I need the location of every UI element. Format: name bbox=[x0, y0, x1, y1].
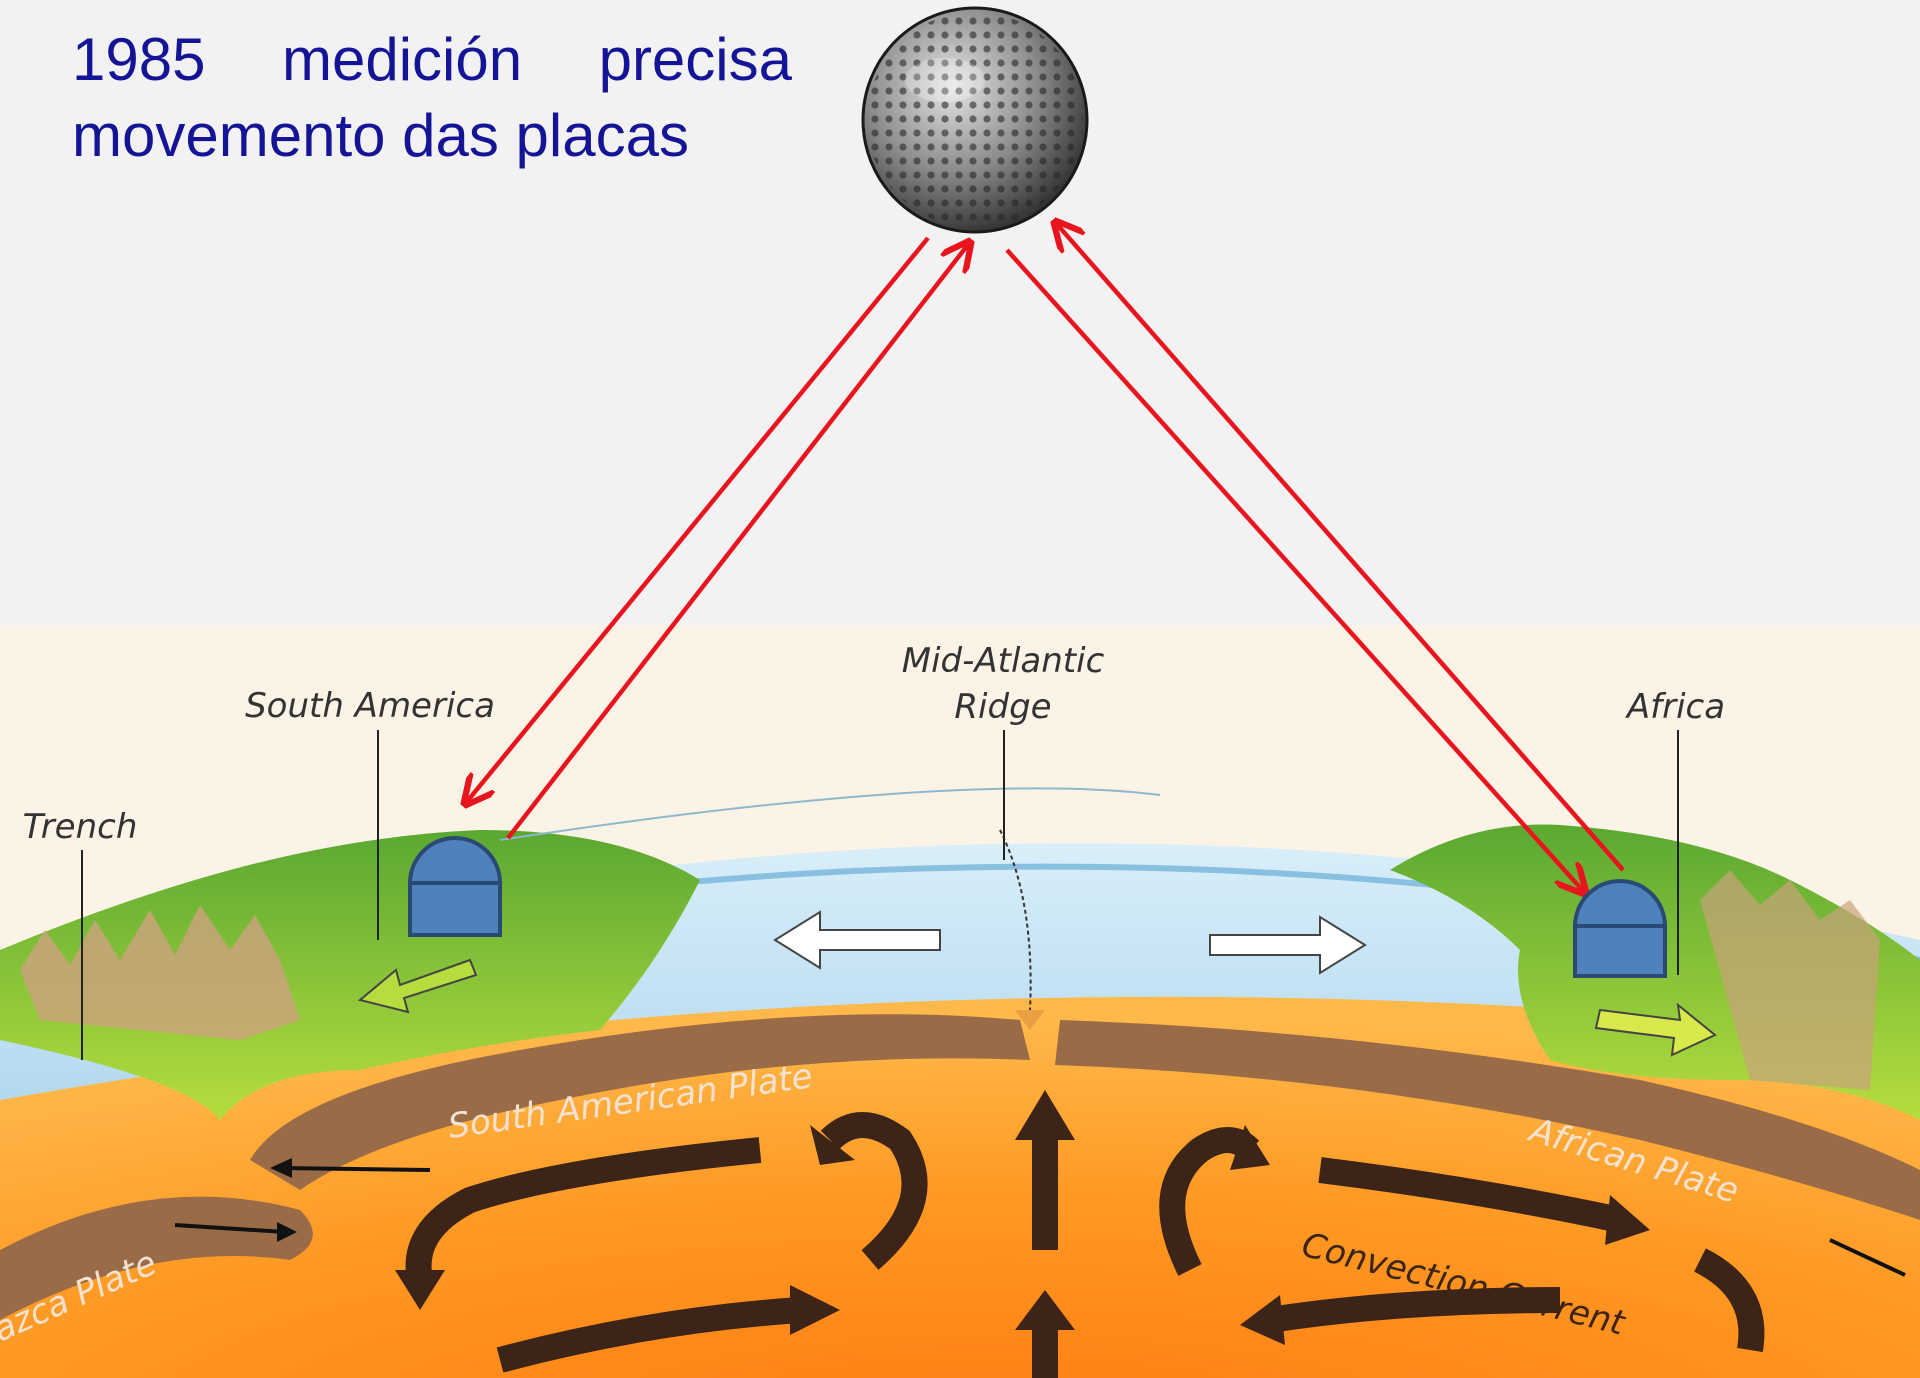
signal-africa-to-satellite bbox=[1055, 222, 1625, 872]
signal-paths bbox=[465, 222, 1625, 893]
caption-word-medicion: medición bbox=[281, 26, 523, 93]
label-ridge: Ridge bbox=[954, 687, 1051, 727]
caption-line-1: 1985 medición precisa bbox=[72, 22, 792, 98]
leader-lines bbox=[81, 730, 1679, 1060]
label-trench: Trench bbox=[23, 807, 138, 847]
south-american-plate bbox=[250, 1014, 1030, 1190]
nazca-plate-arrow bbox=[174, 1223, 286, 1234]
signal-satellite-to-africa bbox=[1005, 248, 1585, 893]
ridge-fracture bbox=[999, 829, 1032, 1011]
african-highlands bbox=[1700, 870, 1880, 1090]
signal-south-america-to-satellite bbox=[506, 242, 970, 840]
caption-line-2: movemento das placas bbox=[72, 102, 689, 169]
caption-word-precisa: precisa bbox=[598, 26, 792, 93]
african-plate-arrow bbox=[1829, 1238, 1906, 1277]
convection-arrowheads bbox=[395, 1090, 1650, 1345]
ground-station-icon bbox=[1572, 879, 1668, 978]
westward-motion-arrow bbox=[773, 910, 941, 970]
label-africa: Africa bbox=[1625, 687, 1725, 727]
caption-word-year: 1985 bbox=[72, 26, 206, 93]
south-american-plate-arrow bbox=[279, 1166, 431, 1172]
ridge-magma bbox=[1015, 1010, 1045, 1030]
south-american-plate-arrowhead bbox=[270, 1158, 292, 1178]
south-america-motion-arrow bbox=[357, 958, 478, 1014]
nazca-plate-arrowhead bbox=[277, 1222, 297, 1242]
ground-station-icon bbox=[408, 836, 502, 937]
surface-arc bbox=[499, 787, 1161, 841]
label-mid-atlantic: Mid-Atlantic bbox=[902, 641, 1105, 681]
signal-satellite-to-south-america bbox=[465, 236, 930, 804]
caption: 1985 medición precisa movemento das plac… bbox=[72, 22, 792, 174]
eastward-motion-arrow bbox=[1209, 915, 1367, 975]
andes-mountains bbox=[20, 905, 300, 1040]
label-south-america: South America bbox=[245, 686, 495, 726]
african-plate bbox=[1055, 1020, 1920, 1220]
convection-arrows bbox=[405, 1112, 1765, 1378]
south-america-landmass bbox=[0, 830, 700, 1120]
satellite-icon bbox=[861, 6, 1089, 234]
africa-motion-arrow bbox=[1594, 1002, 1717, 1057]
